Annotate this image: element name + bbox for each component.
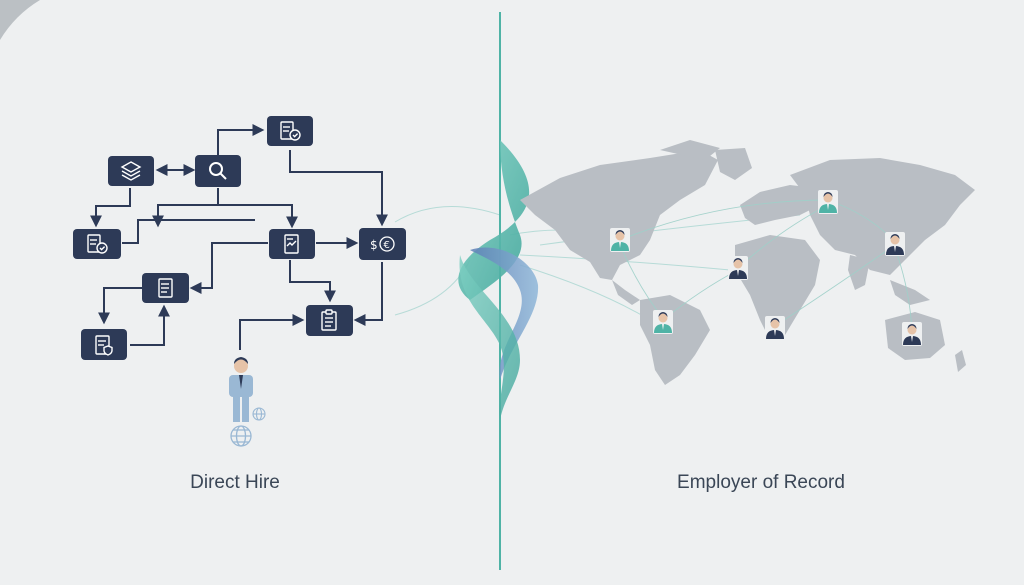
arrow-payroll-to-clipboard <box>353 262 383 326</box>
person-icon <box>728 256 748 280</box>
node-layers[interactable] <box>108 156 154 186</box>
arrow-search-to-docs-top <box>217 124 265 155</box>
clipboard-icon <box>321 309 337 331</box>
direct-hire-flow <box>90 124 388 350</box>
arrow-docshield-to-doclist <box>130 304 170 346</box>
node-payroll[interactable]: $ € <box>359 228 406 260</box>
document-list-icon <box>158 278 173 298</box>
person-icon <box>653 310 673 334</box>
person-icon <box>902 322 922 346</box>
world-map-icon <box>520 140 975 385</box>
document-check-icon <box>280 121 301 141</box>
svg-text:€: € <box>384 240 390 251</box>
search-icon <box>209 162 227 180</box>
direct-hire-label: Direct Hire <box>190 472 280 493</box>
node-doc-shield[interactable] <box>81 329 127 360</box>
divider-ribbon <box>458 12 539 570</box>
document-shield-icon <box>95 335 113 356</box>
arrow-approve-to-clipboard <box>289 260 336 303</box>
flow-nodes: $ € <box>73 116 406 360</box>
arrow-doclist-to-docshield <box>98 287 142 325</box>
svg-text:$: $ <box>370 238 378 252</box>
currency-exchange-icon: $ € <box>370 236 395 252</box>
layers-icon <box>120 161 142 181</box>
person-icon <box>818 190 838 214</box>
arrow-search-down <box>152 188 219 228</box>
globe-icon <box>252 407 266 421</box>
person-icon <box>885 232 905 256</box>
arrow-docs-top-to-payroll <box>289 150 388 227</box>
person-icon <box>610 228 630 252</box>
node-doc-check-left[interactable] <box>73 229 121 259</box>
node-docs-top[interactable] <box>267 116 313 146</box>
document-sign-icon <box>284 234 299 254</box>
node-doc-list[interactable] <box>142 273 189 303</box>
node-search[interactable] <box>195 155 241 187</box>
arrow-doccheck-to-approve <box>122 219 255 244</box>
arrow-approve-to-doclist <box>189 242 268 294</box>
person-icon <box>229 357 253 422</box>
person-icon <box>765 316 785 340</box>
arrow-layers-to-doccheck <box>90 188 131 228</box>
arrow-branch-to-approve <box>218 204 298 229</box>
map-people <box>610 190 922 346</box>
corner-decoration <box>0 0 40 40</box>
globe-icon <box>230 425 252 447</box>
document-check-icon <box>87 234 108 254</box>
arrow-person-to-clipboard <box>239 314 305 350</box>
node-approve[interactable] <box>269 229 315 259</box>
node-clipboard[interactable] <box>306 305 353 336</box>
employer-of-record-label: Employer of Record <box>677 472 845 493</box>
